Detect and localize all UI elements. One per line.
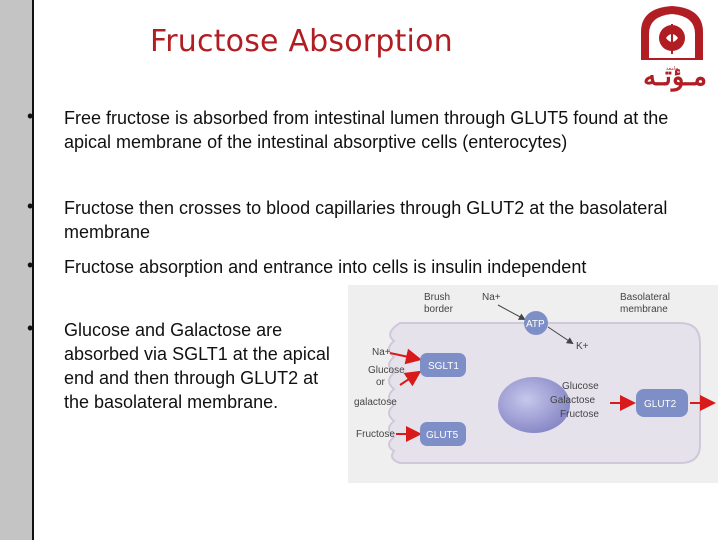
center-fructose-label: Fructose: [560, 409, 599, 420]
or-label: or: [376, 377, 386, 388]
bullet-3-marker: •: [27, 255, 34, 275]
galactose-label: galactose: [354, 397, 397, 408]
bullet-2-text: Fructose then crosses to blood capillari…: [64, 198, 668, 242]
bullet-4-marker: •: [27, 318, 34, 338]
sglt1-label: SGLT1: [428, 361, 459, 372]
bullet-1-text: Free fructose is absorbed from intestina…: [64, 108, 669, 152]
bullet-1-marker: •: [27, 106, 34, 126]
basolateral-label-1: Basolateral: [620, 292, 670, 303]
bullet-2-marker: •: [27, 196, 34, 216]
k-plus-label: K+: [576, 341, 589, 352]
atp-pump: [524, 311, 548, 335]
atp-label: ATP: [526, 319, 545, 330]
slide-title: Fructose Absorption: [150, 24, 453, 59]
glut5-transporter: [420, 422, 466, 446]
glut2-transporter: [636, 389, 688, 417]
center-glucose-label: Glucose: [562, 381, 599, 392]
na-top-label: Na+: [482, 292, 501, 303]
logo-small-text: جامعة: [666, 66, 679, 72]
glut5-label: GLUT5: [426, 430, 459, 441]
bullet-4-text: Glucose and Galactose are absorbed via S…: [64, 320, 330, 412]
logo-emblem-icon: [641, 6, 703, 60]
bullet-3-text: Fructose absorption and entrance into ce…: [64, 257, 587, 277]
fructose-absorption-diagram: Brush border Basolateral membrane Na+ AT…: [348, 285, 718, 483]
nucleus: [498, 377, 570, 433]
center-galactose-label: Galactose: [550, 395, 595, 406]
university-logo: [627, 2, 717, 94]
sglt1-transporter: [420, 353, 466, 377]
na-left-label: Na+: [372, 347, 391, 358]
fructose-left-label: Fructose: [356, 429, 395, 440]
brush-border-label-1: Brush: [424, 292, 450, 303]
slide-left-bar: [0, 0, 34, 540]
glut2-label: GLUT2: [644, 399, 677, 410]
glucose-label: Glucose: [368, 365, 405, 376]
basolateral-label-2: membrane: [620, 304, 668, 315]
logo-text: مـؤتـه: [643, 62, 707, 92]
brush-border-label-2: border: [424, 304, 454, 315]
